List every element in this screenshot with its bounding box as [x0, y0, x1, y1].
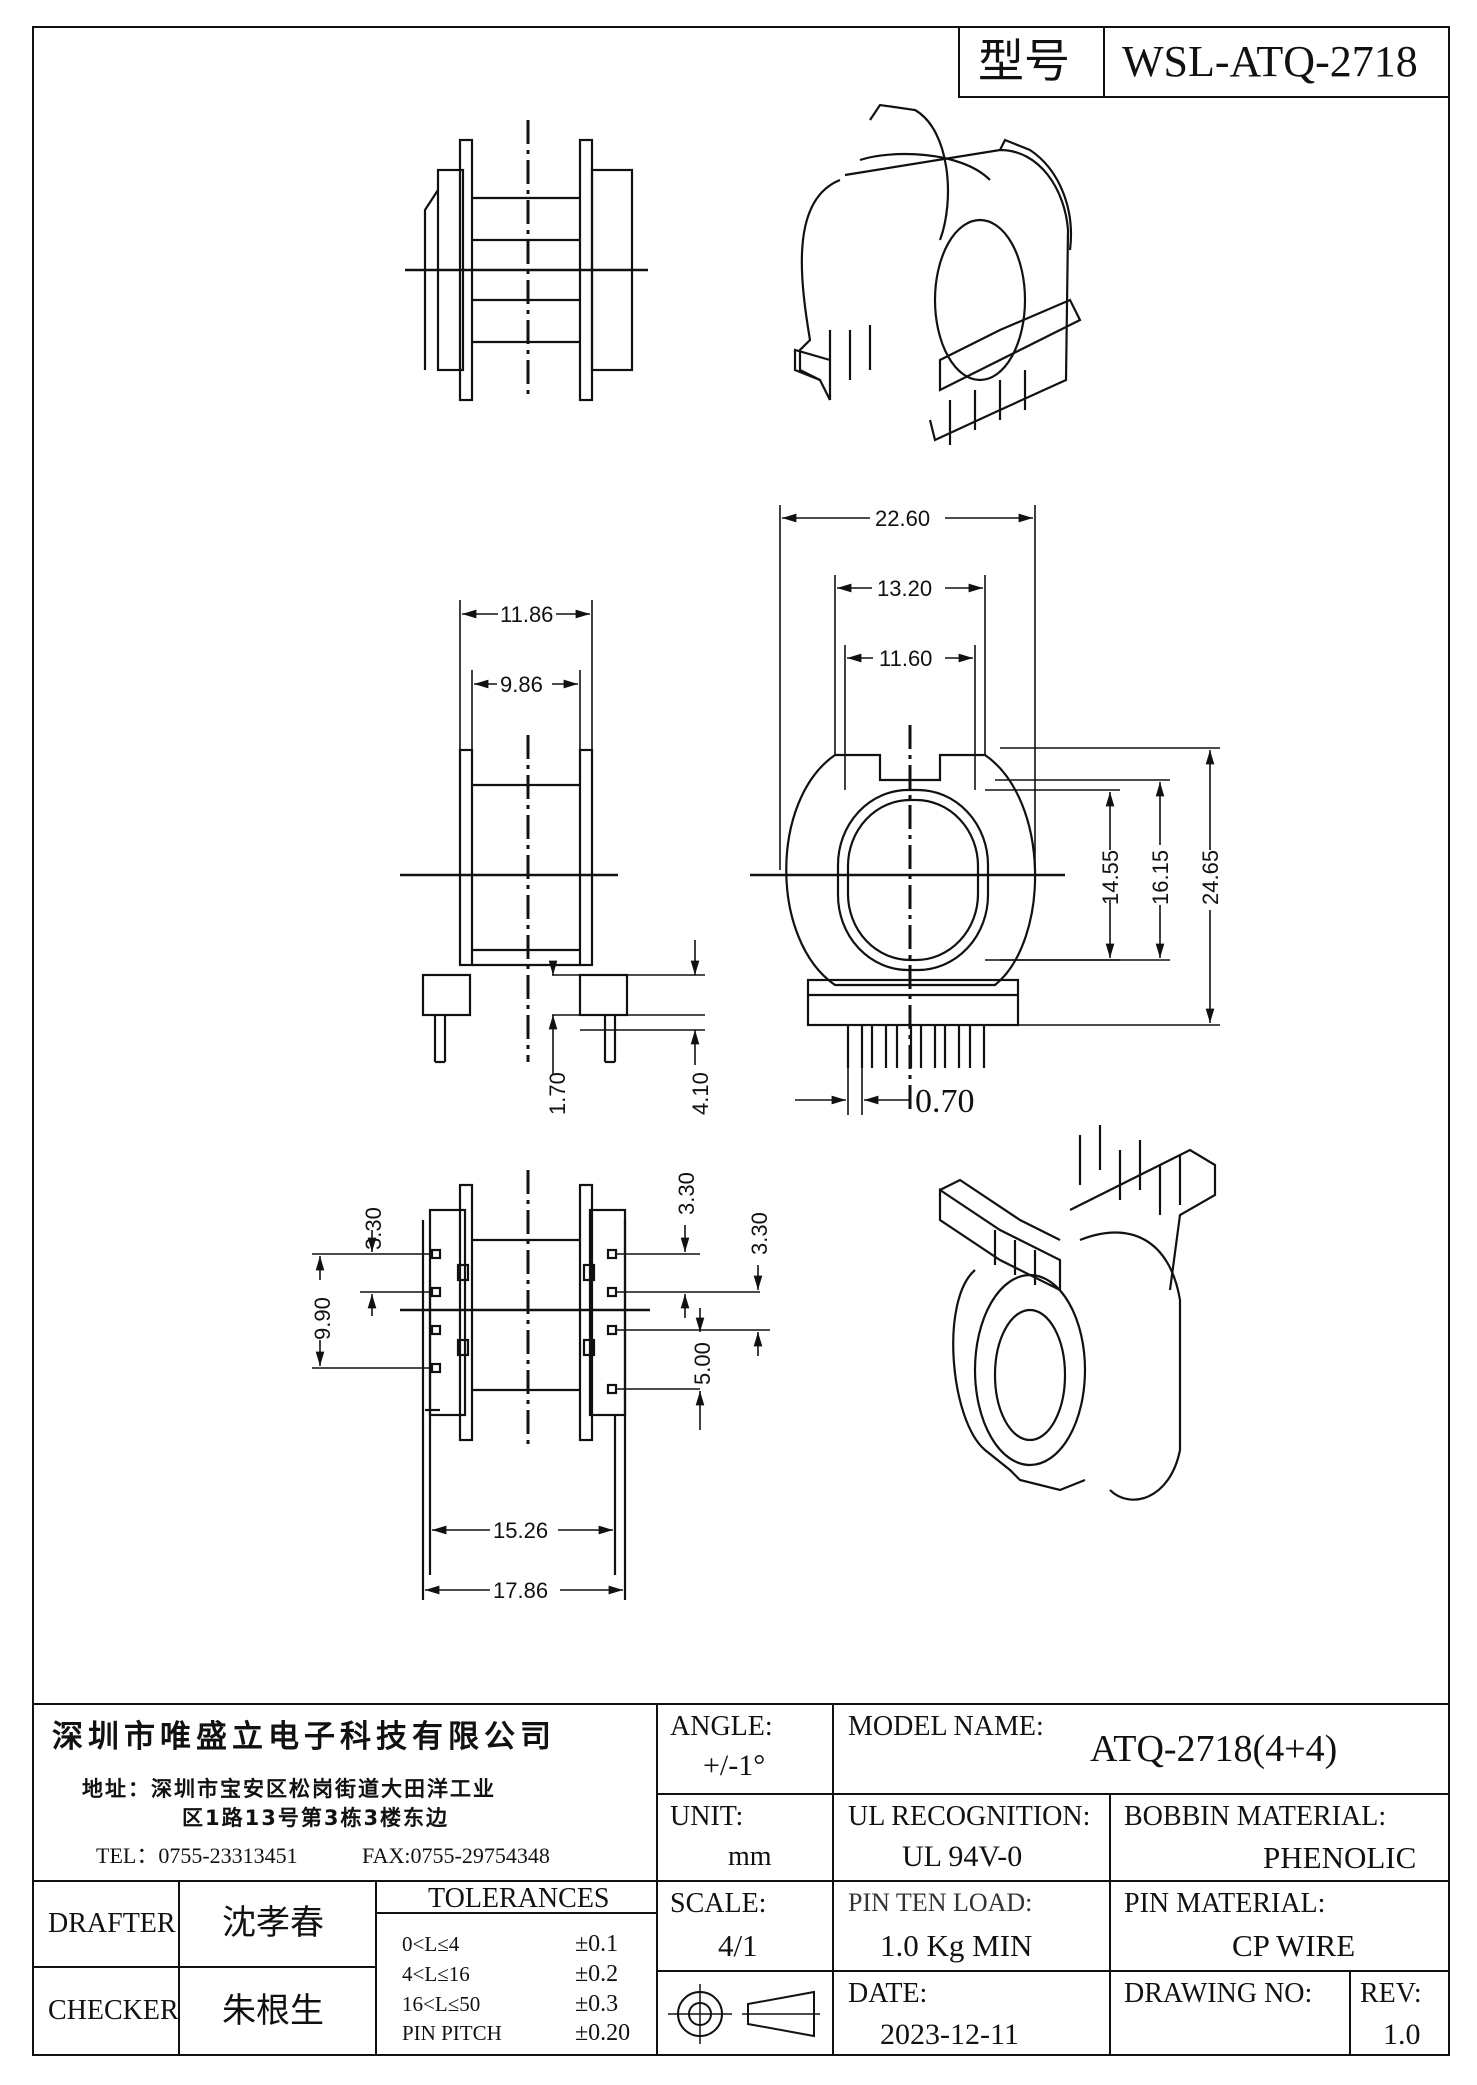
- tolerance-range-2: 4<L≤16: [402, 1962, 470, 1986]
- projection-symbol: [668, 1984, 820, 2044]
- dim-front-flange-height: 16.15: [1148, 850, 1173, 905]
- tolerance-value-1: ±0.1: [575, 1931, 619, 1957]
- front-view: [750, 725, 1065, 1110]
- dim-front-overall-height: 24.65: [1198, 850, 1223, 905]
- tb-div-left-name: [178, 1880, 180, 2056]
- tb-hr-3: [656, 1970, 1450, 1972]
- model-name-value: ATQ-2718(4+4): [1090, 1728, 1338, 1770]
- dim-front-overall-width: 22.60: [875, 506, 930, 531]
- tolerance-range-1: 0<L≤4: [402, 1932, 460, 1956]
- dim-base-height: 4.10: [688, 1072, 713, 1115]
- tb-hr-tol: [376, 1912, 656, 1914]
- scale-value: 4/1: [718, 1928, 758, 1963]
- bobbin-label: BOBBIN MATERIAL:: [1124, 1801, 1387, 1832]
- tb-div-left-tol: [375, 1880, 377, 2056]
- pin-load-label: PIN TEN LOAD:: [848, 1888, 1033, 1917]
- iso-view-bottom: [938, 1125, 1217, 1501]
- front-view-dimensions: [779, 505, 1220, 1115]
- angle-label: ANGLE:: [670, 1711, 773, 1742]
- angle-value: +/-1°: [703, 1749, 766, 1782]
- tolerance-range-4: PIN PITCH: [402, 2021, 502, 2045]
- title-block: [32, 1703, 1450, 2056]
- dim-bottom-pin-span: 15.26: [493, 1518, 548, 1543]
- top-view: [405, 120, 648, 402]
- unit-value: mm: [728, 1841, 772, 1872]
- dim-side-outer: 11.86: [500, 602, 553, 627]
- dim-bottom-row-gap: 5.00: [690, 1342, 715, 1385]
- checker-label: CHECKER: [48, 1995, 179, 2026]
- drafter-label: DRAFTER: [48, 1908, 176, 1939]
- checker-value: 朱根生: [222, 1991, 324, 2031]
- tolerance-value-4: ±0.20: [575, 2020, 631, 2046]
- model-code-value: WSL-ATQ-2718: [1122, 37, 1418, 86]
- pin-material-label: PIN MATERIAL:: [1124, 1888, 1326, 1919]
- tolerance-range-3: 16<L≤50: [402, 1992, 481, 2016]
- dim-pin-thickness: 0.70: [915, 1083, 975, 1120]
- model-code-box: [958, 26, 1450, 98]
- tb-hr-left: [32, 1966, 376, 1968]
- dim-bottom-pitch-left: 3.30: [361, 1207, 386, 1250]
- drawing-no-label: DRAWING NO:: [1124, 1978, 1313, 2009]
- side-view: [400, 735, 629, 1064]
- side-view-dimensions: [459, 600, 705, 1075]
- dim-front-window-width: 11.60: [879, 646, 932, 671]
- tolerance-value-3: ±0.3: [575, 1991, 619, 2017]
- tb-div-rev: [1349, 1970, 1351, 2056]
- drafter-value: 沈孝春: [222, 1903, 324, 1943]
- unit-label: UNIT:: [670, 1801, 744, 1832]
- iso-view-top: [793, 103, 1082, 445]
- company-fax: FAX:0755-29754348: [362, 1843, 550, 1868]
- dim-bottom-pitch-right-top: 3.30: [674, 1172, 699, 1215]
- pin-material-value: CP WIRE: [1232, 1928, 1356, 1963]
- date-value: 2023-12-11: [880, 2018, 1019, 2051]
- rev-label: REV:: [1360, 1978, 1422, 2009]
- dim-side-inner: 9.86: [500, 672, 543, 697]
- ul-label: UL RECOGNITION:: [848, 1801, 1091, 1832]
- dim-front-flange-width: 13.20: [877, 576, 932, 601]
- dim-bottom-pitch-right: 3.30: [747, 1212, 772, 1255]
- scale-label: SCALE:: [670, 1888, 767, 1919]
- dim-bottom-span-left: 9.90: [310, 1297, 335, 1340]
- pin-load-value: 1.0 Kg MIN: [880, 1928, 1033, 1963]
- company-address-1: 地址：深圳市宝安区松岗街道大田洋工业: [82, 1777, 496, 1801]
- dim-bottom-overall-width: 17.86: [493, 1578, 548, 1603]
- model-name-label: MODEL NAME:: [848, 1711, 1044, 1742]
- company-address-2: 区1路13号第3栋3楼东边: [182, 1806, 450, 1830]
- dim-pin-offset: 1.70: [545, 1072, 570, 1115]
- company-name: 深圳市唯盛立电子科技有限公司: [52, 1719, 556, 1755]
- tb-hr-2: [32, 1880, 1450, 1882]
- model-code-label: 型号: [978, 34, 1070, 88]
- bottom-view-dimensions: [312, 1225, 770, 1595]
- tb-div-1: [656, 1703, 658, 2056]
- tb-hr-1: [656, 1793, 1450, 1795]
- company-tel: TEL：0755-23313451: [96, 1843, 298, 1868]
- bottom-view: [400, 1170, 650, 1600]
- bobbin-value: PHENOLIC: [1263, 1840, 1417, 1875]
- ul-value: UL 94V-0: [902, 1840, 1023, 1873]
- tolerance-value-2: ±0.2: [575, 1961, 619, 1987]
- tolerances-label: TOLERANCES: [428, 1883, 610, 1914]
- tb-div-3: [1109, 1793, 1111, 2056]
- rev-value: 1.0: [1383, 2018, 1421, 2051]
- technical-drawing: 11.86 9.86 1.70 4.10: [310, 103, 1223, 1603]
- model-code-divider: [1103, 26, 1105, 98]
- tb-div-2: [832, 1703, 834, 2056]
- date-label: DATE:: [848, 1978, 928, 2009]
- dim-front-window-height: 14.55: [1098, 850, 1123, 905]
